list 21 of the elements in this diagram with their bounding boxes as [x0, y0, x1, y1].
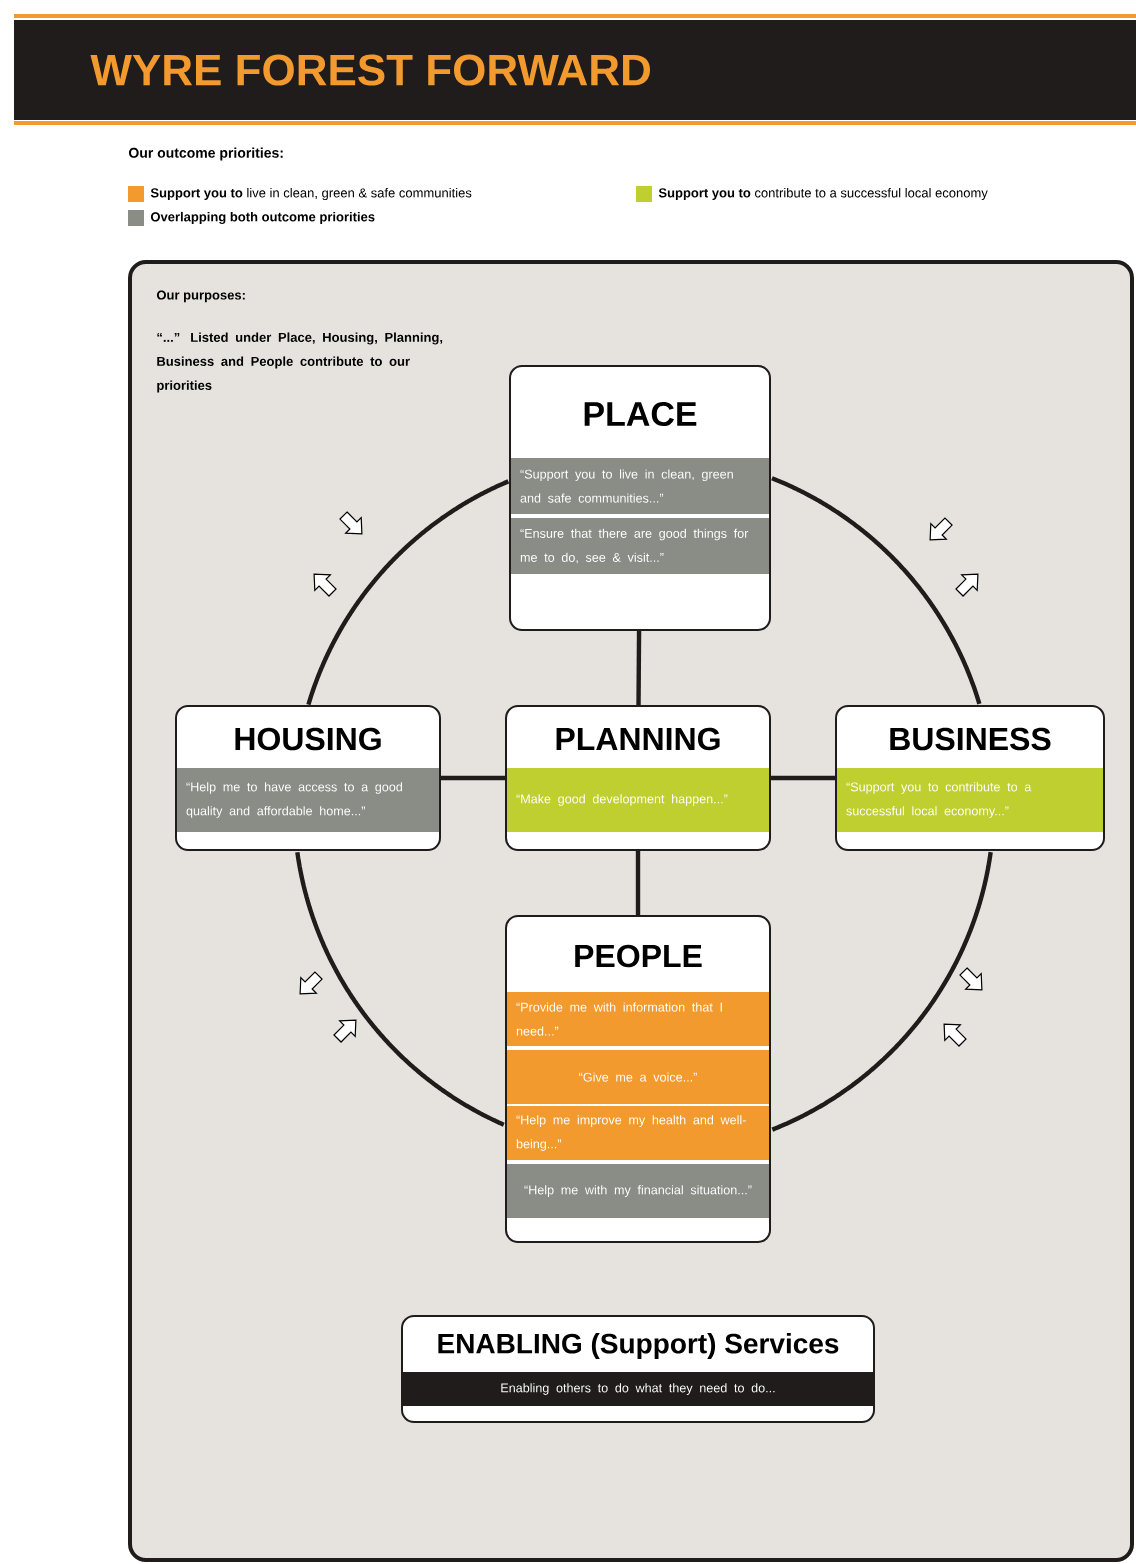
connector-line	[771, 476, 982, 705]
connector-line	[771, 775, 835, 781]
connector-line	[295, 851, 505, 1127]
card-title: HOUSING	[235, 727, 381, 751]
purpose-card	[505, 705, 771, 851]
card-title: PEOPLE	[575, 944, 702, 968]
title: WYRE FOREST FORWARD	[90, 54, 650, 86]
connector-line	[635, 851, 641, 915]
connector-line	[636, 631, 642, 706]
connector-line	[306, 479, 510, 706]
connector-line	[771, 851, 993, 1132]
card-title: ENABLING (Support) Services	[438, 1332, 839, 1360]
card-title: PLANNING	[556, 727, 720, 751]
purpose-card	[401, 1315, 875, 1423]
purpose-card	[175, 705, 441, 851]
card-title: BUSINESS	[890, 727, 1051, 751]
connector-line	[441, 775, 505, 781]
purpose-card	[835, 705, 1105, 851]
purpose-card	[505, 915, 771, 1243]
purpose-card	[509, 365, 771, 631]
card-title: PLACE	[584, 401, 697, 427]
